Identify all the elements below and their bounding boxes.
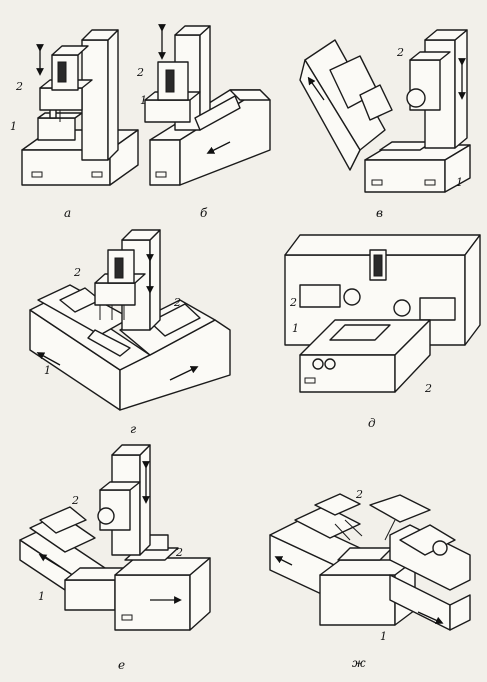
callout-g-2-right: 2 (174, 296, 181, 309)
callout-e-2-right: 2 (176, 546, 183, 559)
caption-e: е (118, 658, 126, 672)
caption-b: б (200, 206, 208, 220)
callout-b-2: 2 (137, 66, 144, 79)
caption-a: а (64, 206, 72, 220)
callout-b-1: 1 (140, 94, 147, 107)
callout-zh-1: 1 (380, 630, 387, 643)
callout-g-2-left: 2 (74, 266, 81, 279)
callout-zh-2: 2 (356, 488, 363, 501)
caption-d: д (368, 416, 376, 430)
caption-c: в (376, 206, 383, 220)
callout-c-2: 2 (397, 46, 404, 59)
callout-a-2: 2 (16, 80, 23, 93)
layout-b-drawing (144, 24, 271, 186)
layout-e-drawing (19, 444, 211, 631)
caption-g: г (130, 422, 137, 436)
callout-c-1: 1 (456, 176, 463, 189)
callout-e-1: 1 (38, 590, 45, 603)
callout-d-2-left: 2 (290, 296, 297, 309)
layout-d-drawing (284, 234, 481, 393)
caption-zh: ж (352, 656, 366, 670)
callout-g-1: 1 (44, 364, 51, 377)
layout-c-drawing (299, 29, 471, 193)
layout-a-drawing (21, 29, 139, 186)
callout-a-1: 1 (10, 120, 17, 133)
layout-g-drawing (29, 229, 231, 411)
layout-zh-drawing (269, 493, 471, 631)
callout-d-2-right: 2 (425, 382, 432, 395)
callout-d-1: 1 (292, 322, 299, 335)
callout-e-2-top: 2 (72, 494, 79, 507)
